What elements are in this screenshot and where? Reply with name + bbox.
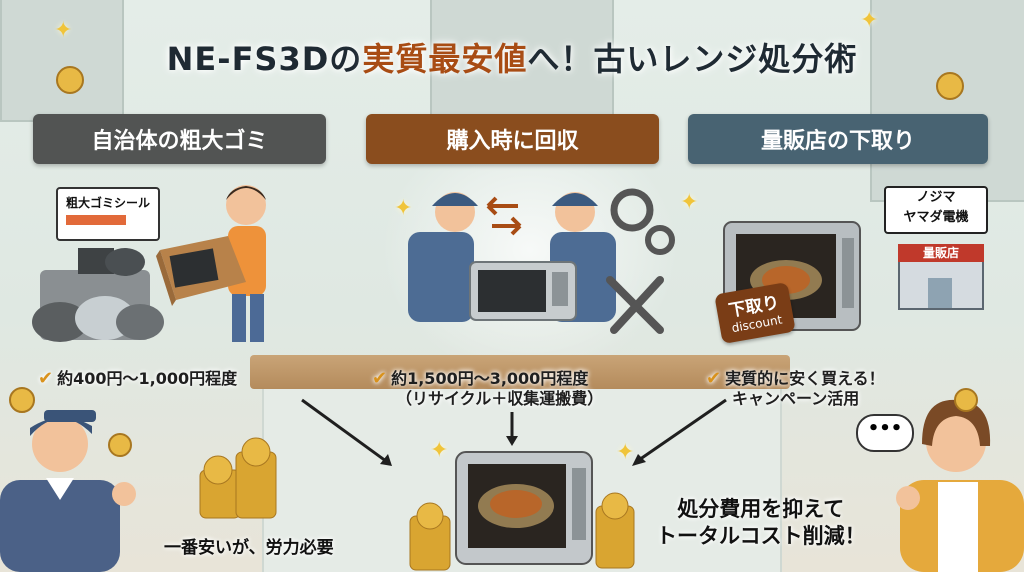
flow-arrows xyxy=(301,398,727,466)
price-municipal-text: 約400円〜1,000円程度 xyxy=(57,369,238,388)
title-suffix: へ！古いレンジ処分術 xyxy=(527,40,858,78)
store-building: 量販店 xyxy=(898,244,984,310)
price-trade-in: ✔実質的に安く買える！ キャンペーン活用 xyxy=(706,369,885,409)
coin-stack-center xyxy=(409,492,635,571)
floating-coin-icons xyxy=(9,66,978,457)
price-municipal: ✔約400円〜1,000円程度 xyxy=(38,369,237,389)
title-prefix: NE-FS3Dの xyxy=(166,40,363,78)
sticker-strip xyxy=(66,215,126,225)
sparkle-icon: ✦ xyxy=(394,196,413,221)
check-icon: ✔ xyxy=(372,368,388,389)
person-carrying-microwave xyxy=(156,185,266,342)
price-pickup: ✔約1,500円〜3,000円程度 （リサイクル＋収集運搬費） xyxy=(372,369,603,409)
sticker-label: 粗大ゴミシール xyxy=(66,196,151,210)
caption-cheapest: 一番安いが、労力必要 xyxy=(164,538,334,558)
gear-icon xyxy=(610,188,675,255)
header-pickup-at-purchase: 購入時に回収 xyxy=(366,114,659,164)
price-trade-in-note: キャンペーン活用 xyxy=(732,389,860,408)
sparkle-icon: ✦ xyxy=(680,190,699,215)
man-cheering xyxy=(0,410,136,572)
swap-arrows-icon xyxy=(486,196,522,236)
sparkle-icon: ✦ xyxy=(54,18,73,43)
store-name-yamada: ヤマダ電機 xyxy=(903,210,969,225)
caption-reduce-line1: 処分費用を抑えて xyxy=(677,497,845,521)
workers-exchanging-microwave xyxy=(408,192,616,322)
sparkle-icon: ✦ xyxy=(616,440,635,465)
sparkle-icon: ✦ xyxy=(430,438,449,463)
coin-stack-left xyxy=(199,437,277,519)
caption-cost-reduction: 処分費用を抑えて トータルコスト削減！ xyxy=(656,496,866,550)
microwave-with-chicken-center xyxy=(455,451,593,565)
store-door xyxy=(928,278,952,308)
price-pickup-note: （リサイクル＋収集運搬費） xyxy=(396,389,604,408)
price-pickup-text: 約1,500円〜3,000円程度 xyxy=(391,369,589,388)
kitchen-counter xyxy=(250,355,790,389)
caption-reduce-line2: トータルコスト削減！ xyxy=(656,524,866,548)
speech-bubble: ••• xyxy=(856,414,914,452)
page-title: NE-FS3Dの実質最安値へ！古いレンジ処分術 xyxy=(0,34,1024,80)
trash-pile-illustration xyxy=(32,248,164,342)
store-awning: 量販店 xyxy=(898,244,984,262)
price-trade-in-text: 実質的に安く買える！ xyxy=(725,369,885,388)
store-name-nojima: ノジマ xyxy=(916,190,956,205)
bulky-waste-sticker: 粗大ゴミシール xyxy=(56,187,160,241)
header-retailer-trade-in: 量販店の下取り xyxy=(688,114,988,164)
header-municipal-bulky-waste: 自治体の粗大ゴミ xyxy=(33,114,326,164)
title-highlight: 実質最安値 xyxy=(362,40,528,78)
check-icon: ✔ xyxy=(706,368,722,389)
store-sign: ノジマ ヤマダ電機 xyxy=(884,186,988,234)
wrench-screwdriver-icon xyxy=(606,276,664,334)
sparkle-icon: ✦ xyxy=(860,8,879,33)
woman-smiling xyxy=(896,399,1024,572)
check-icon: ✔ xyxy=(38,368,54,389)
kitchen-cabinet xyxy=(430,0,614,122)
kitchen-cabinet xyxy=(0,0,124,122)
